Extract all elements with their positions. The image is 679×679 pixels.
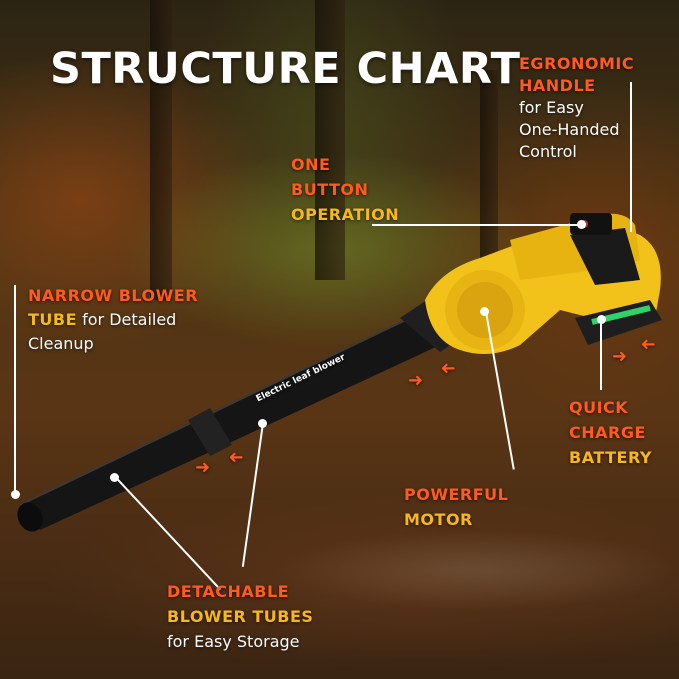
arrow-icon: ➜ (408, 370, 424, 391)
handle-label-line4: One-Handed (519, 120, 620, 139)
handle-grip (570, 228, 640, 285)
battery-label-line2: CHARGE (569, 423, 646, 442)
tube-collar (188, 408, 232, 456)
detach-callout-dot-a (110, 473, 119, 482)
button-label-line3: OPERATION (291, 205, 400, 224)
button-label-line2: BUTTON (291, 180, 369, 199)
blower-tube (20, 318, 440, 530)
handle-label: EGRONOMIC HANDLE for Easy One-Handed Con… (519, 53, 634, 163)
motor-label: POWERFUL MOTOR (404, 482, 508, 532)
tube-label-line1: NARROW BLOWER (28, 286, 199, 305)
button-label: ONE BUTTON OPERATION (291, 152, 399, 227)
battery-label-line1: QUICK (569, 398, 629, 417)
tube-label-line3: Cleanup (28, 334, 94, 353)
battery-callout-line (600, 318, 602, 390)
tube-label-line2-rest: for Detailed (77, 310, 177, 329)
handle-label-line3: for Easy (519, 98, 584, 117)
button-callout-line (372, 224, 580, 226)
forest-path (280, 530, 679, 610)
battery-label: QUICK CHARGE BATTERY (569, 395, 652, 470)
handle-label-line5: Control (519, 142, 577, 161)
tube-callout-dot (11, 490, 20, 499)
detach-callout-dot-b (258, 419, 267, 428)
handle-label-line1: EGRONOMIC (519, 54, 635, 73)
tree-trunk (315, 0, 345, 280)
arrow-icon: ➜ (228, 447, 244, 468)
detach-label-line1: DETACHABLE (167, 582, 290, 601)
tube-nozzle (17, 502, 43, 532)
detach-label-line3: for Easy Storage (167, 632, 300, 651)
button-label-line1: ONE (291, 155, 331, 174)
handle-callout-line (630, 82, 632, 232)
battery-label-line3: BATTERY (569, 448, 652, 467)
arrow-icon: ➜ (195, 457, 211, 478)
tube-callout-line (14, 285, 16, 495)
detach-label: DETACHABLE BLOWER TUBES for Easy Storage (167, 579, 313, 654)
button-callout-dot (577, 220, 586, 229)
motor-callout-dot (480, 307, 489, 316)
handle-label-line2: HANDLE (519, 76, 596, 95)
page-title: STRUCTURE CHART (50, 44, 521, 94)
battery-callout-dot (597, 315, 606, 324)
tube-label-line2-bold: TUBE (28, 310, 78, 329)
display-panel (570, 213, 612, 235)
detach-label-line2: BLOWER TUBES (167, 607, 314, 626)
tree-trunk (150, 0, 172, 300)
tube-label: NARROW BLOWER TUBE for Detailed Cleanup (28, 284, 198, 356)
motor-label-line1: POWERFUL (404, 485, 509, 504)
arrow-icon: ➜ (612, 346, 628, 367)
motor-label-line2: MOTOR (404, 510, 473, 529)
arrow-icon: ➜ (440, 358, 456, 379)
arrow-icon: ➜ (640, 334, 656, 355)
tree-trunk (480, 70, 498, 280)
